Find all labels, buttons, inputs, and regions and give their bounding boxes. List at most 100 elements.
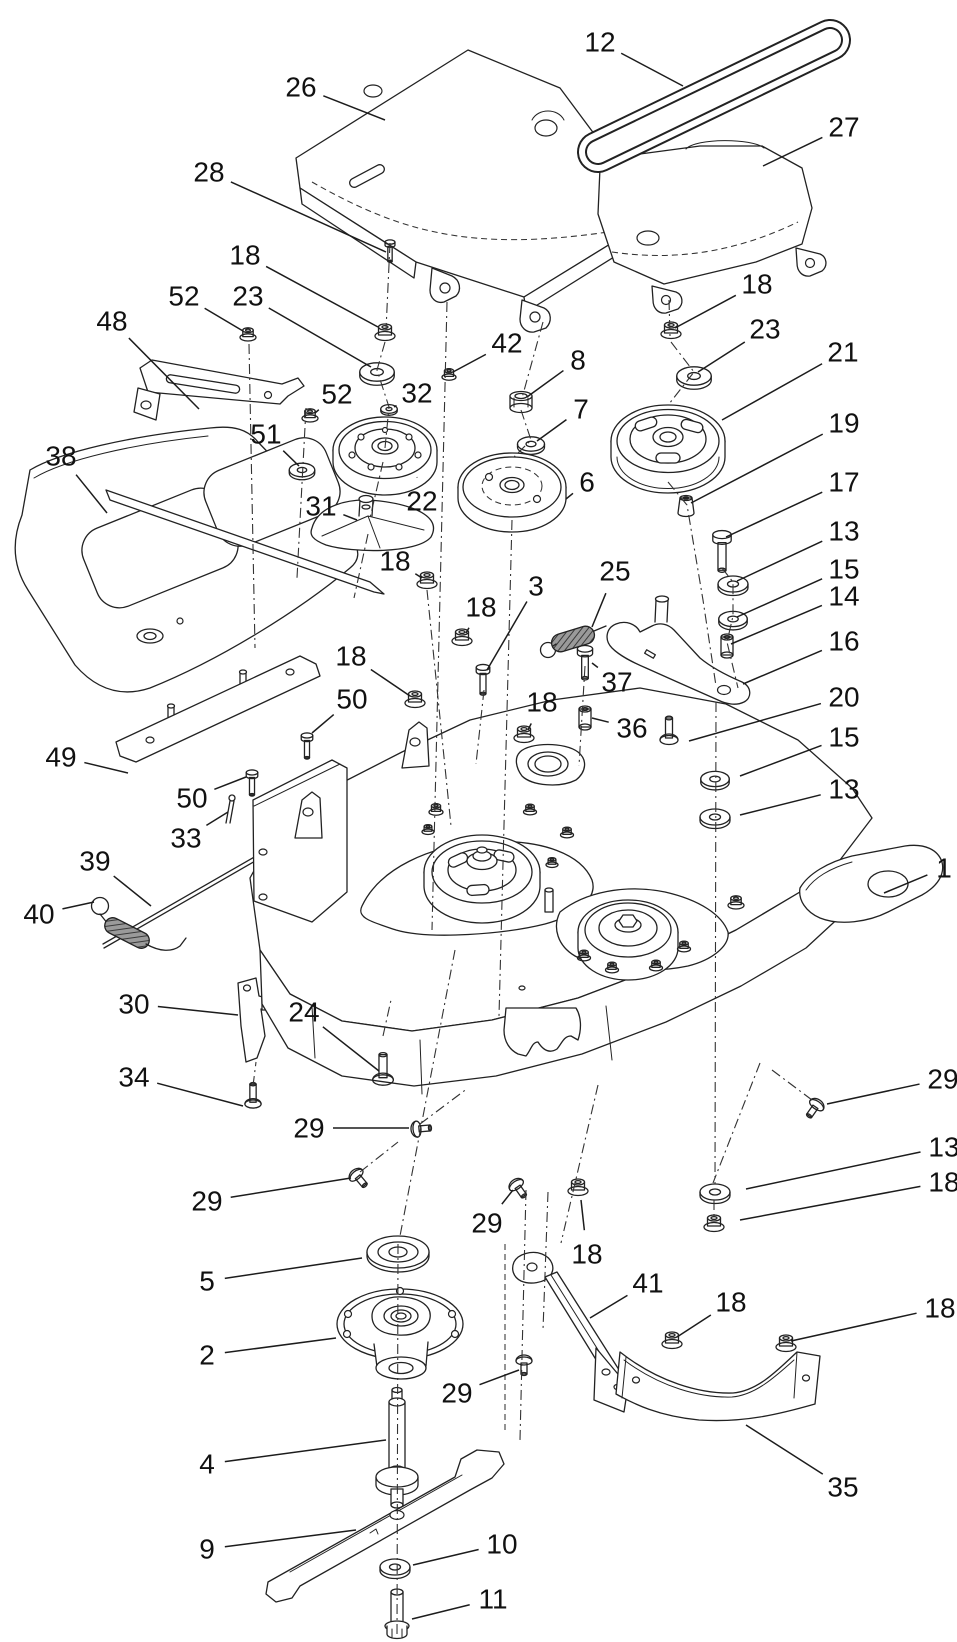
callout-8-hex-nut: 8 xyxy=(570,345,586,376)
leader-line-flat-idler-pulley xyxy=(565,492,574,500)
callout-48-support-bracket: 48 xyxy=(96,306,127,337)
idler-arm-16 xyxy=(606,595,751,705)
leader-line-spindle-shaft xyxy=(224,1439,387,1463)
deck-spindle-pulley xyxy=(423,834,541,924)
leader-line-bolt xyxy=(157,1082,244,1107)
leader-line-spindle-assembly xyxy=(224,1337,337,1354)
leader-line-washer xyxy=(697,341,746,373)
leader-line-washer xyxy=(745,1151,921,1190)
callout-18-flange-nut: 18 xyxy=(229,240,260,271)
callout-31-spindle-fan: 31 xyxy=(305,491,336,522)
flange-nut-18 xyxy=(775,1334,797,1353)
leader-line-rivet xyxy=(826,1083,920,1105)
leader-line-rod xyxy=(113,875,152,907)
leader-line-lock-nut xyxy=(314,409,320,414)
callout-23-washer: 23 xyxy=(232,281,263,312)
callout-51-washer: 51 xyxy=(250,419,281,450)
spacer-14 xyxy=(720,633,734,659)
spindle-assembly-2 xyxy=(336,1286,464,1380)
washer-13 xyxy=(699,1183,731,1205)
callout-29-rivet: 29 xyxy=(471,1208,502,1239)
leader-line-idler-pulley xyxy=(721,363,823,421)
deck-clutch-pulley xyxy=(577,899,679,981)
callout-15-washer: 15 xyxy=(828,554,859,585)
callout-18-flange-nut: 18 xyxy=(571,1239,602,1270)
flange-nut-18 xyxy=(660,321,682,340)
callout-2-spindle-assembly: 2 xyxy=(199,1340,215,1371)
leader-line-belt-cover xyxy=(323,95,386,121)
idler-pulley-21 xyxy=(610,404,726,494)
leader-line-flange-nut xyxy=(674,294,737,329)
callout-41-deflector-bracket: 41 xyxy=(632,1268,663,1299)
callout-9-mower-blade: 9 xyxy=(199,1534,215,1565)
callout-52-lock-nut: 52 xyxy=(321,379,352,410)
callout-50-screw: 50 xyxy=(336,684,367,715)
leader-line-flange-nut xyxy=(580,1199,586,1231)
leader-line-deflector-bracket xyxy=(589,1294,628,1319)
callout-18-flange-nut: 18 xyxy=(465,592,496,623)
callout-42-nut: 42 xyxy=(491,328,522,359)
callout-29-rivet: 29 xyxy=(293,1113,324,1144)
flange-nut-18 xyxy=(567,1178,589,1197)
leader-line-carriage-bolt xyxy=(486,601,528,671)
flange-nut-18 xyxy=(703,1214,725,1233)
leader-line-idler-arm xyxy=(742,649,823,685)
idler-cover-27 xyxy=(597,140,827,314)
callout-32-washer: 32 xyxy=(401,378,432,409)
leader-line-mower-blade xyxy=(224,1529,357,1548)
mower-deck-shell xyxy=(249,687,873,1095)
extension-spring-25 xyxy=(539,625,607,659)
callout-3-carriage-bolt: 3 xyxy=(528,571,544,602)
deck-cover-38 xyxy=(14,426,385,693)
screw-50 xyxy=(300,732,314,760)
rivet-29 xyxy=(505,1175,532,1203)
callout-40-torsion-spring: 40 xyxy=(23,899,54,930)
callout-38-deck-cover: 38 xyxy=(45,441,76,472)
callout-17-bolt: 17 xyxy=(828,467,859,498)
rivet-29 xyxy=(515,1354,533,1377)
callout-18-flange-nut: 18 xyxy=(924,1293,955,1324)
washer-7 xyxy=(516,436,546,455)
screw-50 xyxy=(245,769,259,797)
callout-13-washer: 13 xyxy=(828,774,859,805)
leader-line-flange-nut xyxy=(265,265,379,328)
torsion-spring-40 xyxy=(90,896,187,951)
leader-line-extension-spring xyxy=(591,592,607,628)
flange-nut-18 xyxy=(404,690,426,709)
callout-18-flange-nut: 18 xyxy=(335,641,366,672)
callout-36-spacer: 36 xyxy=(616,713,647,744)
washer-23 xyxy=(676,366,712,390)
leader-line-flange-nut xyxy=(370,668,411,697)
leader-line-flange-nut xyxy=(676,1314,712,1338)
callout-18-flange-nut: 18 xyxy=(526,687,557,718)
callout-52-lock-nut: 52 xyxy=(168,281,199,312)
bolt-17 xyxy=(712,529,732,574)
leader-line-washer xyxy=(736,540,823,582)
leader-line-bolt xyxy=(725,491,823,538)
rivet-29 xyxy=(801,1095,828,1123)
leader-line-rivet xyxy=(479,1369,520,1386)
leader-line-bracket xyxy=(157,1005,239,1016)
leader-line-washer xyxy=(739,794,821,816)
callout-6-flat-idler-pulley: 6 xyxy=(579,467,595,498)
leader-line-baffle-plate xyxy=(84,761,129,774)
leader-line-cotter-pin xyxy=(206,811,229,827)
leader-line-flange-nut xyxy=(790,1312,917,1342)
callout-5-washer: 5 xyxy=(199,1266,215,1297)
assembly-axes xyxy=(248,242,813,1639)
leader-line-blade-washer xyxy=(412,1548,479,1566)
leader-line-bolt xyxy=(322,1026,380,1072)
leader-line-washer xyxy=(736,578,823,618)
hex-nut-8 xyxy=(509,390,533,414)
callout-12-drive-belt: 12 xyxy=(584,27,615,58)
callout-39-rod: 39 xyxy=(79,846,110,877)
callout-37-bolt: 37 xyxy=(601,667,632,698)
fasteners xyxy=(239,239,828,1377)
callout-10-blade-washer: 10 xyxy=(486,1529,517,1560)
spindle-fan-31 xyxy=(310,494,435,552)
callout-4-spindle-shaft: 4 xyxy=(199,1449,215,1480)
leader-line-spindle-fan xyxy=(343,513,358,521)
callout-21-idler-pulley: 21 xyxy=(827,337,858,368)
